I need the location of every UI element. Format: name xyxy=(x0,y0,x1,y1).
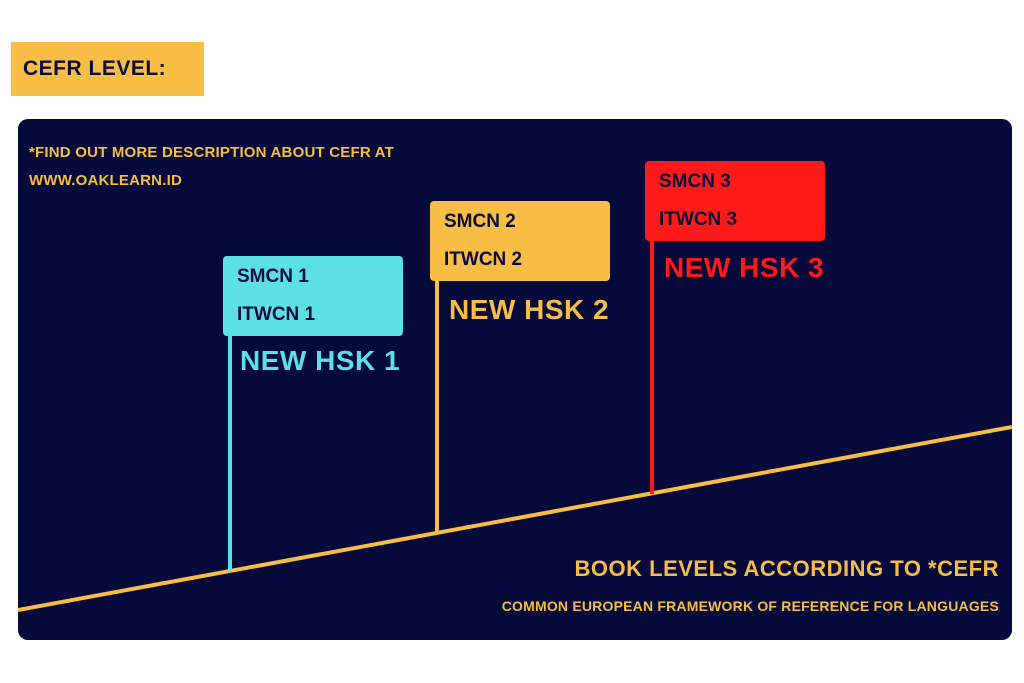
level-1-hsk-label: NEW HSK 1 xyxy=(240,345,401,376)
diagram-panel: *FIND OUT MORE DESCRIPTION ABOUT CEFR AT… xyxy=(18,119,1012,640)
level-2-book-2: ITWCN 2 xyxy=(444,249,523,270)
level-1-flag: SMCN 1 ITWCN 1 xyxy=(223,256,403,336)
note-line-2: WWW.OAKLEARN.ID xyxy=(29,172,182,189)
level-2-book-1: SMCN 2 xyxy=(444,211,516,232)
note-line-1: *FIND OUT MORE DESCRIPTION ABOUT CEFR AT xyxy=(29,144,394,161)
header-title-tag: CEFR LEVEL: xyxy=(11,42,204,96)
level-3-hsk-label: NEW HSK 3 xyxy=(664,252,825,283)
progression-baseline xyxy=(18,425,1012,612)
level-1-book-1: SMCN 1 xyxy=(237,266,309,287)
note-text: *FIND OUT MORE DESCRIPTION ABOUT CEFR AT… xyxy=(29,139,394,195)
level-2-flag: SMCN 2 ITWCN 2 xyxy=(430,201,610,281)
header-title: CEFR LEVEL: xyxy=(23,57,167,80)
level-1-book-2: ITWCN 1 xyxy=(237,304,316,325)
footer-subtitle: COMMON EUROPEAN FRAMEWORK OF REFERENCE F… xyxy=(501,598,999,614)
level-3-book-2: ITWCN 3 xyxy=(659,209,738,230)
footer-title: BOOK LEVELS ACCORDING TO *CEFR xyxy=(574,556,999,581)
level-3-flag: SMCN 3 ITWCN 3 xyxy=(645,161,825,241)
level-3-book-1: SMCN 3 xyxy=(659,171,731,192)
level-2-hsk-label: NEW HSK 2 xyxy=(449,294,610,325)
